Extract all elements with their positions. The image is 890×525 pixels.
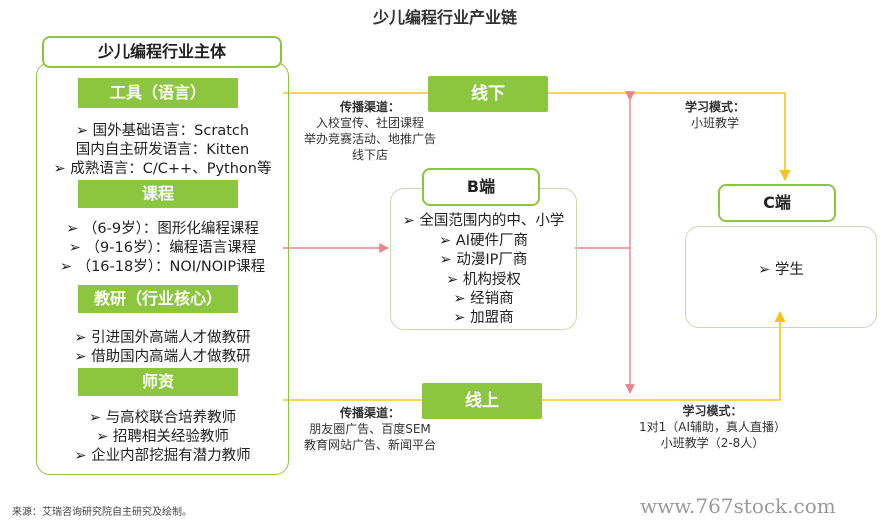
section-heading-tools: 工具（语言）: [78, 78, 238, 108]
c-end-panel: [685, 226, 877, 328]
b-end-header: B端: [422, 168, 540, 206]
research-item: ➢ 借助国内高端人才做教研: [74, 349, 251, 365]
teachers-item: ➢ 招聘相关经验教师: [96, 429, 229, 445]
watermark: www.767stock.com: [640, 494, 836, 518]
teachers-item: ➢ 与高校联合培养教师: [88, 410, 237, 426]
industry-subjects-header: 少儿编程行业主体: [42, 36, 282, 68]
section-heading-research: 教研（行业核心）: [78, 285, 238, 313]
online-mode-line: 1对1（AI辅助，真人直播）: [638, 420, 787, 434]
online-channel-line: 教育网站广告、新闻平台: [303, 438, 436, 452]
page-title: 少儿编程行业产业链: [372, 8, 517, 27]
tools-item: ➢ 国外基础语言：Scratch: [75, 123, 250, 139]
offline-mode-title: 学习模式：: [684, 100, 745, 114]
offline-channel-box: 线下: [428, 76, 548, 112]
online-channel-title: 传播渠道：: [339, 406, 400, 420]
online-channel-line: 朋友圈广告、百度SEM: [309, 422, 431, 436]
b-end-item: ➢ AI硬件厂商: [439, 233, 528, 249]
c-end-item: ➢ 学生: [758, 262, 804, 278]
online-channels: 传播渠道： 朋友圈广告、百度SEM 教育网站广告、新闻平台: [280, 405, 460, 453]
b-end-item: ➢ 机构授权: [446, 272, 521, 288]
courses-item: ➢ （16-18岁）：NOI/NOIP课程: [59, 259, 266, 275]
research-item: ➢ 引进国外高端人才做教研: [74, 330, 251, 346]
offline-channel-line: 线下店: [351, 148, 388, 162]
b-end-item: ➢ 动漫IP厂商: [439, 252, 528, 268]
online-channel-box: 线上: [422, 383, 542, 419]
offline-channel-line: 举办竞赛活动、地推广告: [303, 132, 436, 146]
offline-channel-line: 入校宣传、社团课程: [315, 116, 424, 130]
offline-channels: 传播渠道： 入校宣传、社团课程 举办竞赛活动、地推广告 线下店: [285, 99, 455, 163]
online-connector-right: [542, 310, 786, 401]
offline-channel-title: 传播渠道：: [339, 100, 400, 114]
online-mode-line: 小班教学（2-8人）: [660, 436, 765, 450]
source-note: 来源：艾瑞咨询研究院自主研究及绘制。: [12, 507, 192, 518]
b-end-item: ➢ 经销商: [453, 291, 514, 307]
section-heading-courses: 课程: [78, 180, 238, 208]
offline-learning-mode: 学习模式： 小班教学: [660, 99, 770, 131]
b-end-item: ➢ 加盟商: [453, 310, 514, 326]
courses-item: ➢ （6-9岁）：图形化编程课程: [66, 221, 259, 237]
offline-mode-line: 小班教学: [690, 116, 739, 130]
c-end-header: C端: [718, 184, 836, 222]
online-mode-title: 学习模式：: [682, 404, 743, 418]
b-end-item: ➢ 全国范围内的中、小学: [402, 213, 565, 229]
teachers-item: ➢ 企业内部挖掘有潜力教师: [74, 448, 251, 464]
tools-item: ➢ 成熟语言：C/C++、Python等: [53, 161, 272, 177]
section-heading-teachers: 师资: [78, 368, 238, 396]
courses-item: ➢ （9-16岁）：编程语言课程: [68, 240, 257, 256]
tools-item: 国内自主研发语言：Kitten: [75, 142, 250, 158]
online-learning-mode: 学习模式： 1对1（AI辅助，真人直播） 小班教学（2-8人）: [620, 403, 805, 451]
